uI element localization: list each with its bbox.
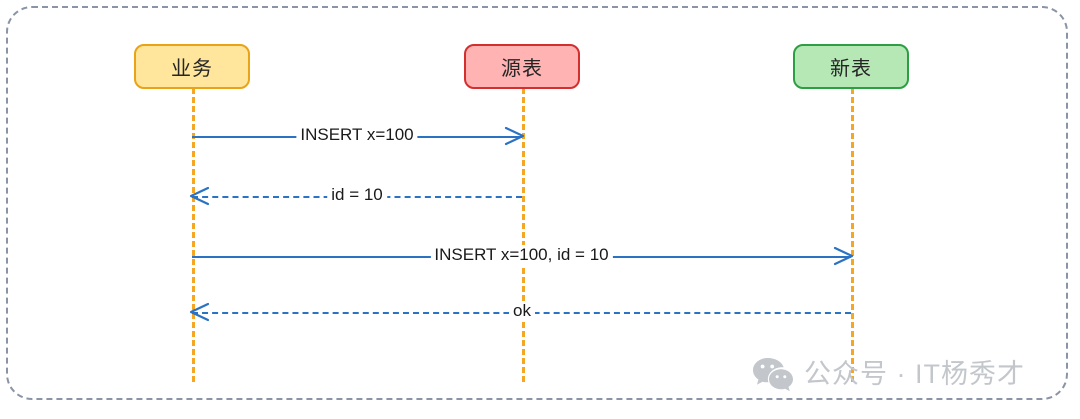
watermark: 公众号 · IT杨秀才 <box>752 356 1025 392</box>
message-label: ok <box>509 301 535 321</box>
wechat-icon <box>753 358 793 392</box>
arrowhead-left-icon <box>189 186 210 206</box>
actor-source-label: 源表 <box>501 58 543 80</box>
message-label: id = 10 <box>327 185 387 205</box>
arrowhead-left-icon <box>189 302 210 322</box>
actor-business-label: 业务 <box>171 58 213 80</box>
actor-source[interactable]: 源表 <box>464 44 580 89</box>
lifeline-source <box>522 88 525 382</box>
lifeline-business <box>192 88 195 382</box>
message-label: INSERT x=100 <box>296 125 418 145</box>
actor-business[interactable]: 业务 <box>134 44 250 89</box>
watermark-text: 公众号 · IT杨秀才 <box>804 358 1025 389</box>
lifeline-newtable <box>851 88 854 382</box>
message-label: INSERT x=100, id = 10 <box>430 245 613 265</box>
diagram-frame <box>6 6 1068 400</box>
actor-newtable[interactable]: 新表 <box>793 44 909 89</box>
arrowhead-right-icon <box>833 246 854 266</box>
arrowhead-right-icon <box>504 126 525 146</box>
actor-newtable-label: 新表 <box>830 58 872 80</box>
